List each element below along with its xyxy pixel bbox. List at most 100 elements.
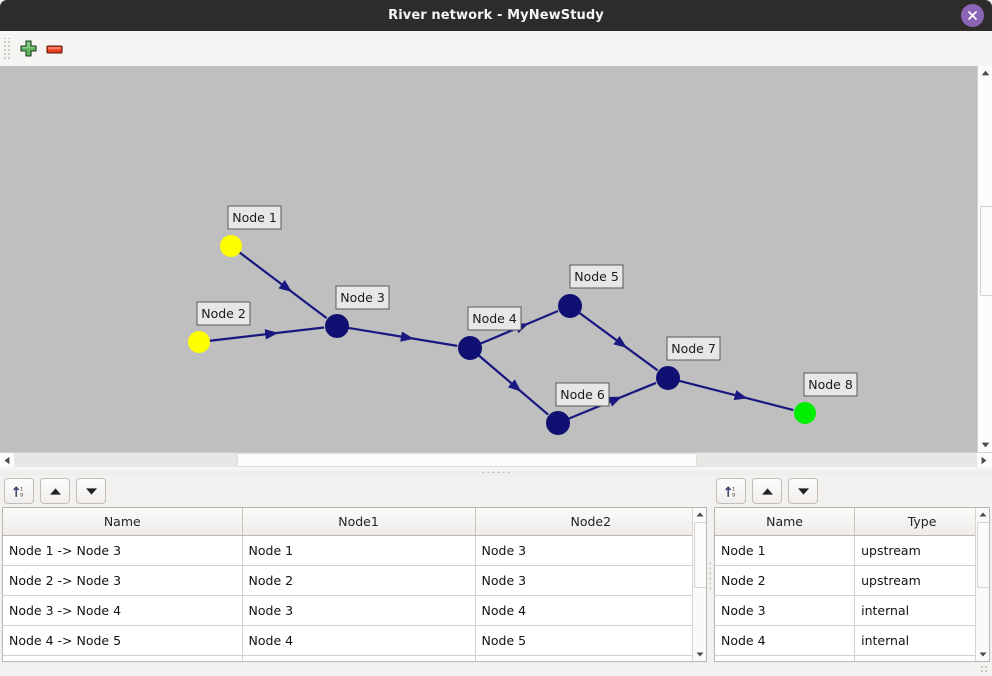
- scroll-right-button[interactable]: [977, 453, 991, 467]
- graph-node-n8[interactable]: [794, 402, 816, 424]
- node-scroll-thumb[interactable]: [977, 522, 989, 588]
- branch-table-cell[interactable]: Node 3: [242, 595, 476, 626]
- graph-node-n3[interactable]: [325, 314, 349, 338]
- branch-scroll-up-button[interactable]: [693, 508, 706, 521]
- branch-move-down-button[interactable]: [76, 478, 106, 504]
- canvas-hscroll-track-right[interactable]: [697, 453, 977, 467]
- branch-table-cell[interactable]: Node 1 -> Node 3: [3, 535, 243, 566]
- title-bar: River network - MyNewStudy: [0, 0, 992, 31]
- scroll-up-button[interactable]: [978, 66, 992, 80]
- branch-table-cell[interactable]: Node 4: [242, 625, 476, 656]
- node-table-cell[interactable]: internal: [854, 595, 989, 626]
- branch-table-cell[interactable]: Node 2 -> Node 3: [3, 565, 243, 596]
- resize-grip-icon[interactable]: [980, 665, 989, 674]
- branch-table-cell[interactable]: Node 4: [475, 595, 706, 626]
- panel-divider[interactable]: [707, 475, 712, 676]
- node-table-cell-empty[interactable]: [715, 655, 856, 661]
- branch-scroll-thumb[interactable]: [694, 522, 706, 588]
- delete-node-button[interactable]: [41, 36, 67, 62]
- graph-node-n5[interactable]: [558, 294, 582, 318]
- branch-table-cell[interactable]: Node 5: [475, 625, 706, 656]
- graph-node-n6[interactable]: [546, 411, 570, 435]
- node-table-cell[interactable]: Node 4: [715, 625, 856, 656]
- graph-node-n7[interactable]: [656, 366, 680, 390]
- branch-table-cell-empty[interactable]: [242, 655, 476, 661]
- branch-scroll-down-button[interactable]: [693, 648, 706, 661]
- branch-table-column-header[interactable]: Name: [3, 508, 243, 536]
- node-scroll-up-button[interactable]: [976, 508, 989, 521]
- branch-move-up-button[interactable]: [40, 478, 70, 504]
- branch-table-column-header[interactable]: Node1: [242, 508, 476, 536]
- graph-node-label-n6: Node 6: [555, 382, 610, 407]
- toolbar-drag-handle[interactable]: [3, 37, 12, 60]
- branch-table-cell-empty[interactable]: [3, 655, 243, 661]
- node-move-up-button[interactable]: [752, 478, 782, 504]
- scroll-left-button[interactable]: [0, 453, 14, 467]
- svg-text:Node 7: Node 7: [671, 341, 716, 356]
- triangle-up-icon: [696, 512, 703, 517]
- node-table-row-empty[interactable]: [715, 655, 989, 661]
- branch-table-scrollbar[interactable]: [692, 508, 706, 661]
- graph-node-n1[interactable]: [220, 235, 242, 257]
- edge-arrow-n7-n8: [733, 390, 748, 401]
- graph-node-n2[interactable]: [188, 331, 210, 353]
- node-table-cell[interactable]: internal: [854, 625, 989, 656]
- branch-sort-button[interactable]: 1 9: [4, 478, 34, 504]
- node-table-cell[interactable]: Node 3: [715, 595, 856, 626]
- branch-table-row-empty[interactable]: [3, 655, 706, 661]
- branch-table-cell[interactable]: Node 3: [475, 535, 706, 566]
- branch-table-cell-empty[interactable]: [475, 655, 706, 661]
- node-table-cell[interactable]: Node 2: [715, 565, 856, 596]
- add-node-button[interactable]: [15, 36, 41, 62]
- node-table-scrollbar[interactable]: [975, 508, 989, 661]
- graph-node-label-n1: Node 1: [227, 205, 282, 230]
- graph-node-n4[interactable]: [458, 336, 482, 360]
- scroll-down-button[interactable]: [978, 438, 992, 452]
- node-table-cell[interactable]: upstream: [854, 535, 989, 566]
- canvas-vscroll-thumb[interactable]: [980, 206, 992, 296]
- canvas-horizontal-scrollbar[interactable]: [0, 452, 992, 467]
- branch-table-cell[interactable]: Node 3 -> Node 4: [3, 595, 243, 626]
- node-table-column-header[interactable]: Name: [715, 508, 856, 536]
- node-table-cell[interactable]: Node 1: [715, 535, 856, 566]
- canvas-hscroll-track-left[interactable]: [14, 453, 237, 467]
- branch-table-cell[interactable]: Node 3: [475, 565, 706, 596]
- canvas-hscroll-thumb[interactable]: [237, 453, 697, 467]
- node-table-cell[interactable]: upstream: [854, 565, 989, 596]
- node-table-cell-empty[interactable]: [854, 655, 989, 661]
- triangle-up-icon: [979, 512, 986, 517]
- svg-text:1: 1: [20, 486, 23, 492]
- node-table-column-header[interactable]: Type: [854, 508, 989, 536]
- edge-arrow-n5-n7: [613, 335, 627, 348]
- branch-table-column-header[interactable]: Node2: [475, 508, 706, 536]
- node-sort-button[interactable]: 1 9: [716, 478, 746, 504]
- nodes-layer[interactable]: [188, 235, 816, 435]
- node-move-down-button[interactable]: [788, 478, 818, 504]
- branch-table-cell[interactable]: Node 1: [242, 535, 476, 566]
- close-button[interactable]: [961, 4, 984, 27]
- canvas-vertical-scrollbar[interactable]: [977, 66, 992, 452]
- branch-table-cell[interactable]: Node 4 -> Node 5: [3, 625, 243, 656]
- node-scroll-down-button[interactable]: [976, 648, 989, 661]
- canvas-vscroll-track[interactable]: [978, 80, 992, 438]
- branch-table-cell[interactable]: Node 2: [242, 565, 476, 596]
- edge-arrow-n4-n6: [508, 379, 522, 392]
